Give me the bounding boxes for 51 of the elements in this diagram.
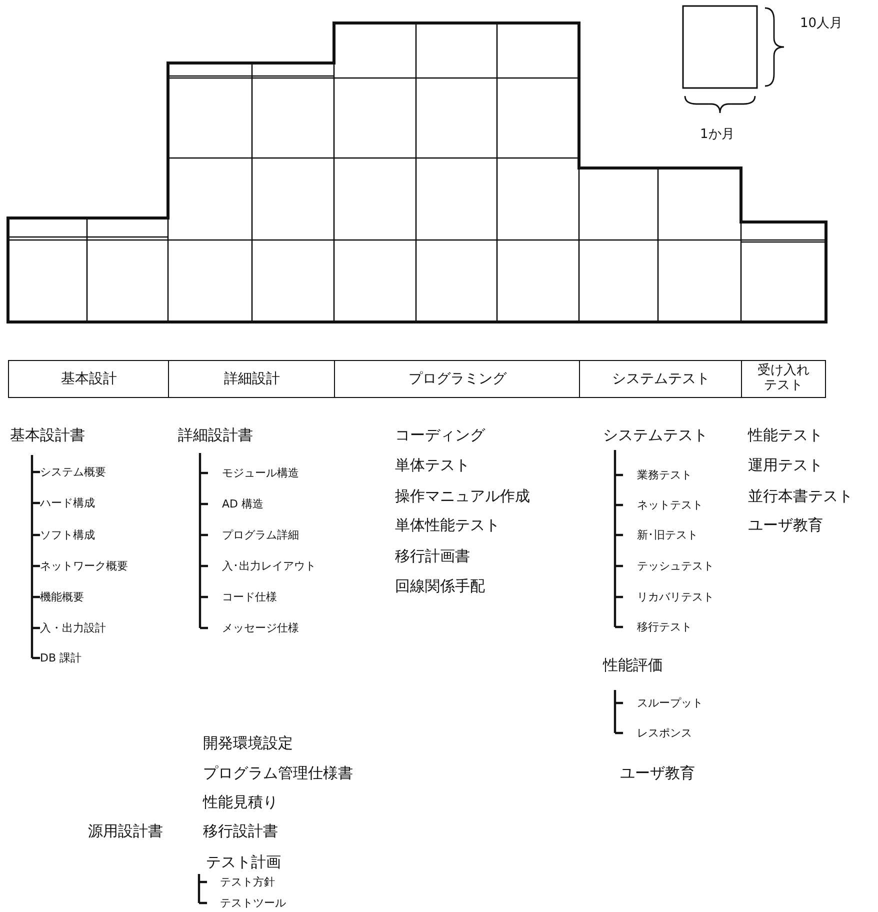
- scale-label: 1か月: [700, 127, 734, 143]
- deliverable-heading: 単体テスト: [395, 456, 470, 474]
- deliverable-heading: ユーザ教育: [620, 764, 695, 782]
- deliverable-heading: プログラム管理仕様書: [203, 764, 353, 782]
- deliverable-heading: 開発環境設定: [203, 734, 293, 752]
- deliverable-item: メッセージ仕様: [222, 621, 299, 635]
- deliverable-item: DB 課計: [40, 651, 82, 665]
- deliverable-item: ハード構成: [40, 496, 95, 510]
- deliverable-heading: 詳細設計書: [178, 426, 253, 444]
- deliverable-item: レスポンス: [637, 726, 692, 740]
- deliverable-item: スループット: [637, 696, 703, 710]
- deliverable-item: システム概要: [40, 465, 106, 479]
- deliverable-item: コード仕様: [222, 590, 277, 604]
- deliverable-heading: システムテスト: [603, 426, 708, 444]
- deliverable-heading: 移行設計書: [203, 822, 278, 840]
- deliverable-heading: ユーザ教育: [748, 516, 823, 534]
- deliverable-heading: 並行本書テスト: [748, 487, 853, 505]
- deliverable-heading: コーディング: [395, 426, 485, 444]
- deliverable-heading: 性能評価: [603, 656, 663, 674]
- deliverable-item: リカバリテスト: [637, 590, 714, 604]
- deliverable-item: テストツール: [220, 896, 286, 910]
- deliverable-item: 入・出力設計: [40, 621, 106, 635]
- deliverable-item: プログラム詳細: [222, 528, 299, 542]
- phase-box: 受け入れテスト: [741, 360, 826, 398]
- deliverable-heading: 回線関係手配: [395, 577, 485, 595]
- deliverable-item: モジュール構造: [222, 466, 299, 480]
- deliverable-heading: 移行計画書: [395, 547, 470, 565]
- deliverable-heading: 単体性能テスト: [395, 516, 500, 534]
- deliverable-heading: 源用設計書: [88, 822, 163, 840]
- phase-box: 基本設計: [8, 360, 170, 398]
- deliverable-item: 入･出力レイアウト: [222, 559, 316, 573]
- deliverable-item: ネットワーク概要: [40, 559, 128, 573]
- deliverable-item: 新･旧テスト: [637, 528, 698, 542]
- deliverable-heading: 基本設計書: [10, 426, 85, 444]
- phase-box: 詳細設計: [168, 360, 336, 398]
- deliverable-heading: 運用テスト: [748, 456, 823, 474]
- deliverable-item: AD 構造: [222, 497, 264, 511]
- phase-box: プログラミング: [334, 360, 581, 398]
- deliverable-heading: 操作マニュアル作成: [395, 487, 530, 505]
- deliverable-item: 業務テスト: [637, 468, 692, 482]
- deliverable-item: テスト方針: [220, 875, 275, 889]
- deliverable-heading: テスト計画: [206, 853, 281, 871]
- deliverable-item: ソフト構成: [40, 528, 95, 542]
- deliverable-heading: 性能テスト: [748, 426, 823, 444]
- phase-box: システムテスト: [579, 360, 743, 398]
- deliverable-item: 移行テスト: [637, 620, 692, 634]
- scale-label: 10人月: [800, 16, 843, 32]
- deliverable-item: 機能概要: [40, 590, 84, 604]
- deliverable-item: テッシュテスト: [637, 559, 714, 573]
- deliverable-heading: 性能見積り: [203, 793, 278, 811]
- deliverable-item: ネットテスト: [637, 498, 703, 512]
